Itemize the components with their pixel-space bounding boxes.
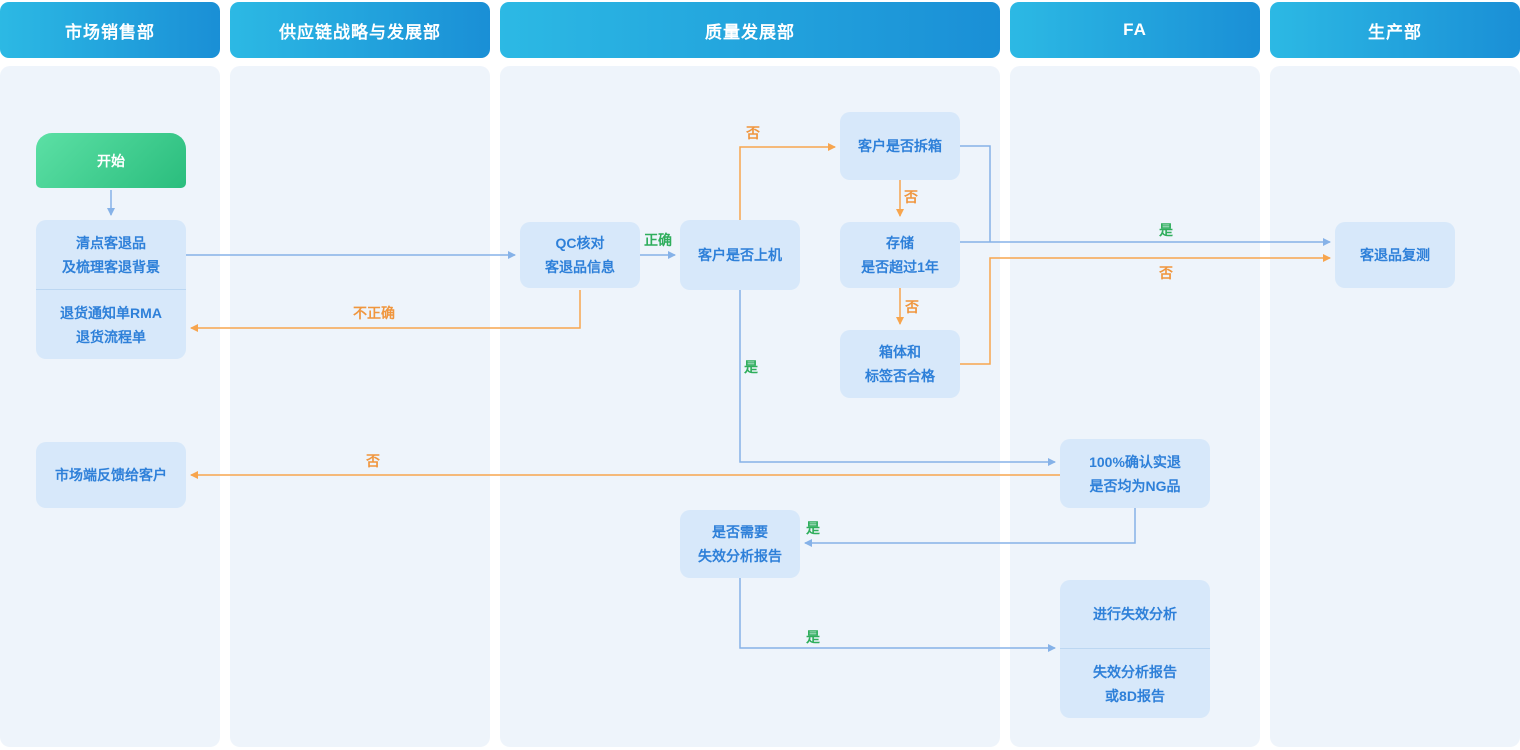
flow-node-count-returns: 清点客退品 及梳理客退背景 [36,220,186,289]
flow-node-qc-verify: QC核对 客退品信息 [520,222,640,288]
node-label: 进行失效分析 [1093,606,1177,622]
node-label: 客退品信息 [545,259,615,275]
flow-node-customer-unboxed: 客户是否拆箱 [840,112,960,180]
node-label: 客退品复测 [1360,247,1430,263]
lane-title: FA [1123,20,1147,39]
node-label: 存储 [886,235,914,251]
node-label: 失效分析报告 [1093,663,1177,680]
flow-node-fa-analysis-group: 进行失效分析 失效分析报告 或8D报告 [1060,580,1210,718]
edge-label-no-retest: 否 [1159,265,1173,281]
flow-node-need-fa-report: 是否需要 失效分析报告 [680,510,800,578]
node-label: QC核对 [555,235,605,251]
flow-node-do-fa: 进行失效分析 [1060,580,1210,648]
lane-body-supply-chain [230,66,490,747]
lane-title: 质量发展部 [705,22,795,42]
flow-node-rma-form: 退货通知单RMA 退货流程单 [36,289,186,359]
node-label: 标签否合格 [865,368,935,384]
node-label: 100%确认实退 [1089,453,1181,470]
flow-node-storage-over-1yr: 存储 是否超过1年 [840,222,960,288]
flow-node-confirm-ng: 100%确认实退 是否均为NG品 [1060,439,1210,508]
lane-header-marketing-sales: 市场销售部 [0,2,220,58]
node-label: 或8D报告 [1105,687,1165,704]
node-label: 客户是否上机 [698,247,782,263]
node-label: 退货通知单RMA [60,304,162,321]
flow-node-fa-report: 失效分析报告 或8D报告 [1060,648,1210,718]
flow-node-feedback-customer: 市场端反馈给客户 [36,442,186,508]
edge-label-yes-do-fa: 是 [806,629,820,645]
node-label: 市场端反馈给客户 [55,467,167,483]
lane-header-fa: FA [1010,2,1260,58]
edge-label-yes-need-fa: 是 [806,520,820,536]
edge-label-yes-confirm-ng: 是 [744,359,758,375]
node-label: 箱体和 [879,344,921,360]
edge-label-no-unbox: 否 [746,125,760,141]
flow-node-start: 开始 [36,133,186,188]
lane-header-supply-chain: 供应链战略与发展部 [230,2,490,58]
edge-label-yes-retest: 是 [1159,222,1173,238]
lane-header-production: 生产部 [1270,2,1520,58]
flow-node-box-label-ok: 箱体和 标签否合格 [840,330,960,398]
lane-title: 生产部 [1368,22,1422,42]
node-label: 是否需要 [712,524,768,540]
node-label: 是否超过1年 [861,259,939,275]
lane-title: 供应链战略与发展部 [279,22,441,42]
edge-label-no-storage: 否 [904,189,918,205]
node-label: 失效分析报告 [698,548,782,564]
lane-body-production [1270,66,1520,747]
edge-label-no-boxcheck: 否 [905,299,919,315]
node-label: 及梳理客退背景 [62,258,160,275]
node-label: 清点客退品 [76,234,146,251]
flow-node-count-and-rma: 清点客退品 及梳理客退背景 退货通知单RMA 退货流程单 [36,220,186,359]
edge-label-no-feedback: 否 [366,453,380,469]
node-label: 退货流程单 [76,328,146,345]
flow-node-retest: 客退品复测 [1335,222,1455,288]
edge-label-correct: 正确 [644,232,672,248]
lane-title: 市场销售部 [65,22,155,42]
lane-header-quality-dev: 质量发展部 [500,2,1000,58]
edge-label-incorrect: 不正确 [353,305,395,321]
node-label: 是否均为NG品 [1089,477,1181,494]
node-label: 客户是否拆箱 [858,138,942,154]
node-label: 开始 [97,152,125,169]
flow-node-customer-on-machine: 客户是否上机 [680,220,800,290]
